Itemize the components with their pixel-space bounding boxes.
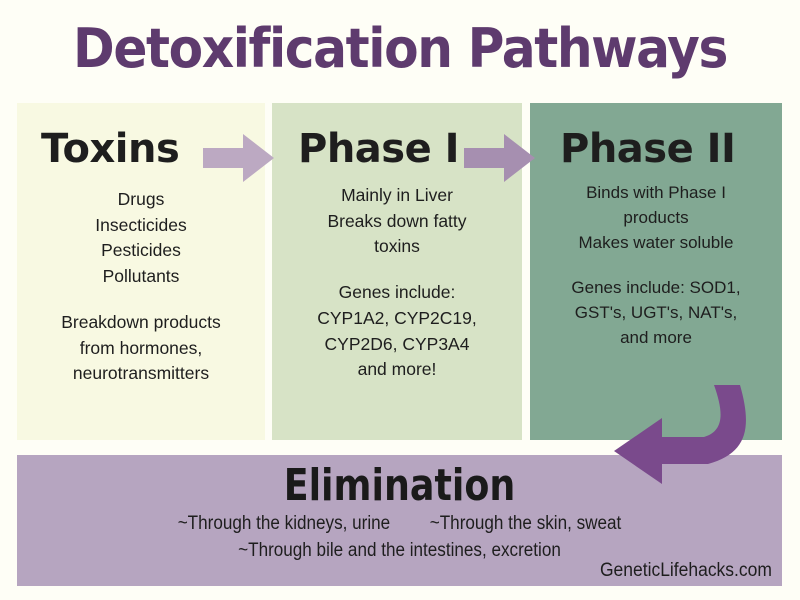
phase-1-line-2: Breaks down fatty — [327, 210, 467, 231]
page-title: Detoxification Pathways — [73, 17, 728, 80]
elimination-line-2: ~Through bile and the intestines, excret… — [238, 540, 561, 562]
elimination-kidneys-text: ~Through the kidneys, urine — [177, 513, 391, 535]
phase-1-line-1: Mainly in Liver — [341, 185, 453, 205]
elimination-line-1: ~Through the kidneys, urine ~Through the … — [55, 511, 744, 538]
elimination-heading: Elimination — [283, 460, 516, 511]
phase-1-line-7: and more! — [357, 359, 437, 380]
phase-2-line-3: Makes water soluble — [578, 232, 734, 252]
phase-1-line-5: CYP1A2, CYP2C19, — [317, 307, 477, 328]
phase-2-line-5: GST's, UGT's, NAT's, — [574, 302, 738, 322]
column-phase-2-body: Binds with Phase I products Makes water … — [538, 181, 774, 351]
column-phase-1-body: Mainly in Liver Breaks down fatty toxins… — [280, 183, 514, 383]
phase-1-line-3: toxins — [374, 236, 420, 257]
phase-2-line-1: Binds with Phase I — [586, 183, 726, 202]
phase-1-spacer — [286, 260, 508, 280]
elimination-skin-text: ~Through the skin, sweat — [429, 513, 622, 535]
column-phase-2-heading: Phase II — [560, 126, 736, 172]
toxins-line-5: Breakdown products — [61, 311, 221, 332]
arrow-right-icon-phase-1-to-phase-2 — [464, 134, 535, 182]
toxins-line-4: Pollutants — [102, 266, 180, 287]
toxins-line-1: Drugs — [117, 189, 165, 209]
column-toxins-heading: Toxins — [41, 126, 180, 172]
phase-2-spacer — [544, 256, 768, 276]
phase-2-line-4: Genes include: SOD1, — [571, 277, 741, 297]
toxins-line-2: Insecticides — [95, 214, 187, 235]
phase-1-line-6: CYP2D6, CYP3A4 — [324, 333, 470, 354]
phase-1-line-4: Genes include: — [338, 282, 456, 303]
arrow-right-icon-toxins-to-phase-1 — [203, 134, 274, 182]
column-phase-1-heading: Phase I — [298, 126, 460, 172]
phase-2-line-2: products — [623, 207, 689, 227]
column-phase-2: Phase II Binds with Phase I products Mak… — [530, 103, 782, 440]
phase-2-line-6: and more — [620, 327, 692, 347]
elimination-section: Elimination ~Through the kidneys, urine~… — [17, 455, 782, 586]
toxins-line-7: neurotransmitters — [72, 363, 210, 384]
toxins-line-6: from hormones, — [79, 337, 203, 358]
credit-watermark: GeneticLifehacks.com — [600, 560, 772, 581]
elimination-lines: ~Through the kidneys, urine ~Through the … — [55, 509, 744, 565]
toxins-spacer — [31, 290, 251, 310]
column-phase-1: Phase I Mainly in Liver Breaks down fatt… — [272, 103, 522, 440]
toxins-line-3: Pesticides — [101, 240, 181, 261]
column-toxins-body: Drugs Insecticides Pesticides Pollutants… — [25, 187, 257, 387]
